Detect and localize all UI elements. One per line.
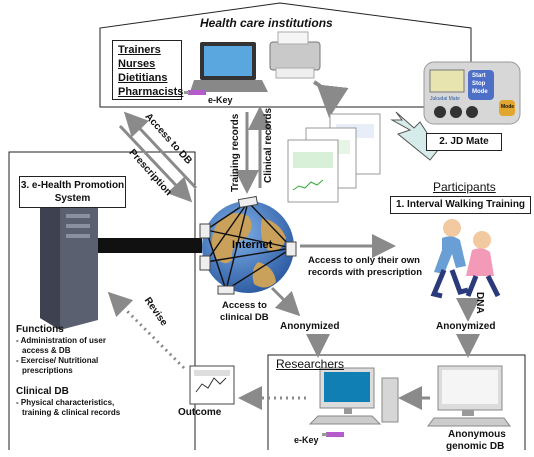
- usb-key-icon: [184, 90, 206, 95]
- printer-output-arrow: [312, 80, 349, 118]
- printer-icon: [269, 31, 321, 79]
- server-cable: [98, 238, 202, 253]
- laptop-icon: [190, 42, 268, 92]
- device-start-label: Start: [472, 73, 486, 79]
- health-care-title: Health care institutions: [200, 16, 333, 30]
- access-to-db-arrow: [123, 111, 198, 190]
- device-brand-label: Jukudai Mate: [430, 96, 460, 102]
- training-records-label: Training records: [230, 113, 241, 192]
- research-ekey-label: e-Key: [294, 435, 319, 445]
- research-computer-icon: [308, 367, 399, 425]
- clinical-db-item-1: - Physical characteristics,: [16, 398, 115, 407]
- function-item-1: - Administration of user: [16, 336, 106, 345]
- staff-trainers: Trainers: [118, 44, 161, 56]
- clinical-records-label: Clinical records: [263, 107, 274, 183]
- functions-title: Functions: [16, 324, 64, 335]
- access-clinical-line2: clinical DB: [220, 312, 269, 323]
- prescription-arrow: [118, 124, 193, 203]
- clinical-db-title: Clinical DB: [16, 386, 69, 397]
- outcome-document-icon: [189, 365, 235, 405]
- staff-list: Trainers Nurses Dietitians Pharmacists: [112, 40, 184, 100]
- revise-arrow: [107, 291, 186, 370]
- server-icon: [40, 188, 98, 330]
- system-title-line2: System: [54, 193, 91, 204]
- researchers-building-outline: [267, 354, 526, 450]
- genomic-db-line1: Anonymous: [448, 429, 506, 440]
- system-building-outline: [8, 151, 196, 450]
- participants-anonymized-label: Anonymized: [436, 321, 496, 332]
- device-mode-label: Mode: [472, 89, 488, 95]
- device-stop-label: Stop: [472, 81, 486, 87]
- staff-nurses: Nurses: [118, 58, 156, 70]
- access-own-records-line1: Access to only their own: [308, 255, 420, 266]
- function-item-2: access & DB: [22, 346, 71, 355]
- outcome-label: Outcome: [178, 407, 222, 418]
- jd-mate-label: 2. JD Mate: [426, 133, 502, 151]
- internet-globe-icon: [199, 195, 297, 295]
- interval-walking-label: 1. Interval Walking Training: [390, 196, 531, 214]
- clinical-db-item-2: training & clinical records: [22, 408, 121, 417]
- function-item-4: prescriptions: [22, 366, 73, 375]
- genomic-db-line2: genomic DB: [446, 441, 505, 452]
- staff-dietitians: Dietitians: [118, 72, 168, 84]
- clinical-anonymized-label: Anonymized: [280, 321, 340, 332]
- system-title-line1: 3. e-Health Promotion: [20, 180, 125, 191]
- device-mode-button-label: Mode: [501, 104, 515, 110]
- system-details: Functions - Administration of user acces…: [12, 320, 128, 448]
- jd-mate-device-icon: [423, 61, 521, 125]
- report-sheets-icon: [287, 113, 381, 203]
- function-item-3: - Exercise/ Nutritional: [16, 356, 99, 365]
- health-ekey-label: e-Key: [208, 95, 233, 105]
- access-clinical-db-arrow: [270, 286, 301, 317]
- walking-participants-icon: [430, 219, 501, 299]
- participants-title: Participants: [433, 180, 496, 194]
- system-title-box: 3. e-Health Promotion System: [19, 176, 126, 208]
- access-own-records-line2: records with prescription: [308, 267, 423, 278]
- staff-pharmacists: Pharmacists: [118, 86, 184, 98]
- researchers-title: Researchers: [276, 357, 345, 371]
- access-clinical-line1: Access to: [222, 300, 267, 311]
- genomic-db-computer-icon: [427, 365, 511, 427]
- internet-label: Internet: [232, 239, 273, 251]
- usb-key-research-icon: [322, 432, 344, 437]
- dna-label: DNA: [474, 292, 485, 314]
